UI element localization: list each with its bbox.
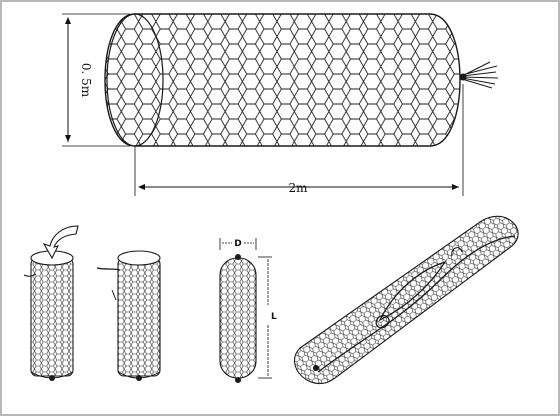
internal-wire [317, 235, 516, 373]
large-sack-outline [104, 13, 461, 147]
tie-wire-icon [96, 267, 121, 271]
length-dimension-small: L [258, 256, 277, 379]
large-sack-mesh [105, 14, 460, 146]
length-label-small: L [271, 312, 277, 322]
length-dimension: 2m [134, 84, 464, 196]
sack-closing-step [96, 250, 161, 381]
sack-filling-step [23, 225, 79, 381]
diagonal-sack [293, 215, 519, 385]
finished-sack: D L [219, 238, 277, 383]
length-label: 2m [288, 181, 308, 195]
height-label: 0. 5m [79, 63, 93, 98]
diameter-label: D [234, 239, 241, 249]
height-dimension: 0. 5m [62, 13, 130, 147]
large-sack-drawing: 0. 5m 2m [62, 13, 499, 196]
fill-arrow-icon [42, 225, 79, 260]
diameter-dimension: D [219, 238, 257, 250]
tie-wire-end [459, 61, 499, 89]
